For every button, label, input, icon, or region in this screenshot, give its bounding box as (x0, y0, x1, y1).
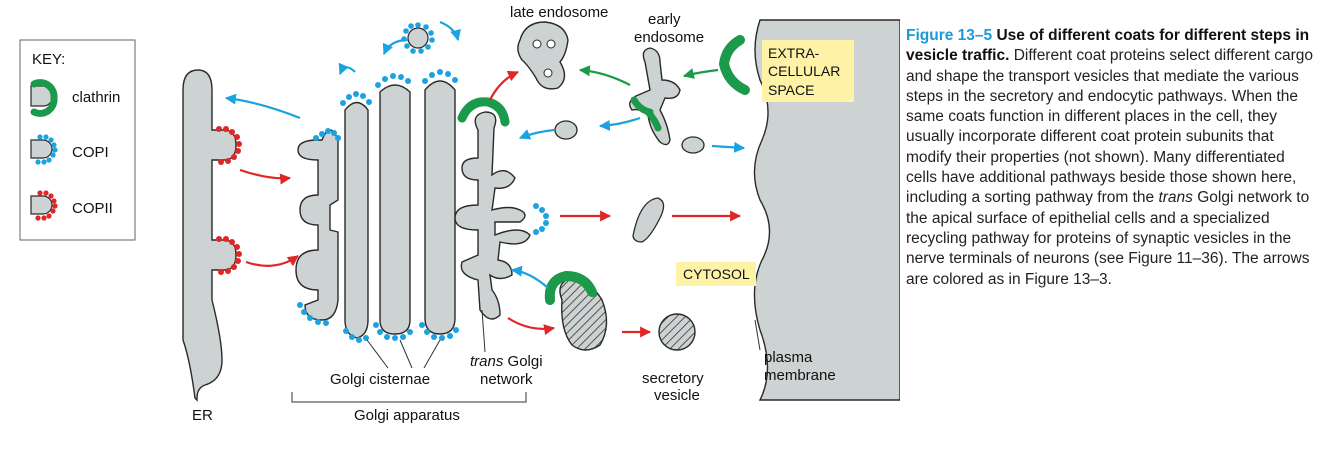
tgn-copi-coat (533, 203, 549, 235)
copii-key-icon (35, 190, 58, 221)
figure-title: Use of different coats for different ste… (906, 27, 1310, 65)
key-copi-label: COPI (72, 144, 109, 161)
extracellular-space-label: EXTRA- CELLULAR SPACE (762, 40, 854, 102)
copi-key-icon (35, 134, 58, 165)
er-label: ER (192, 407, 213, 424)
recycling-vesicle-2 (681, 136, 705, 154)
early-endosome-label-line1: early (648, 11, 681, 28)
svg-text:CELLULAR: CELLULAR (768, 63, 840, 79)
golgi-apparatus-bracket (291, 392, 527, 403)
golgi-cisternae-label: Golgi cisternae (330, 371, 430, 388)
key-legend: KEY: clathrin COPI COPII (19, 39, 136, 241)
tgn-clathrin-coat (457, 97, 510, 127)
early-endosome-label-line2: endosome (634, 29, 704, 46)
cytosol-label: CYTOSOL (676, 262, 756, 286)
er-copii-coat-upper (216, 126, 242, 165)
golgi-medial-cisterna-1 (344, 101, 369, 339)
endocytic-arrows (578, 65, 719, 86)
key-title: KEY: (32, 51, 65, 68)
plasma-membrane-label-line1: plasma (764, 349, 813, 366)
late-endosome-label: late endosome (510, 4, 608, 21)
secretory-arrows (239, 70, 742, 338)
figure-text-italic: trans (1158, 189, 1193, 207)
figure-text-1: Different coat proteins select different… (906, 47, 1313, 207)
key-clathrin-label: clathrin (72, 89, 120, 106)
secretory-vesicle-label-line2: vesicle (654, 387, 700, 404)
figure-text-2: Golgi network to the apical surface of e… (906, 189, 1310, 288)
pm-clathrin-coated-pit (718, 35, 750, 95)
trans-golgi-network-label-line1: trans Golgi (470, 353, 543, 370)
svg-text:EXTRA-: EXTRA- (768, 45, 820, 61)
late-endosome (517, 21, 569, 90)
immature-secretory-granule (559, 277, 608, 351)
key-copii-label: COPII (72, 200, 113, 217)
golgi-copi-coats (297, 69, 459, 343)
golgi-cis-cisterna (295, 129, 339, 321)
clathrin-key-icon (30, 79, 58, 117)
plasma-membrane-label-line2: membrane (764, 367, 836, 384)
copi-vesicle (407, 27, 429, 49)
golgi-trans-cisterna (424, 80, 456, 335)
constitutive-secretory-vesicle (632, 197, 665, 243)
er-copii-coat-lower (216, 236, 242, 275)
er-organelle (182, 69, 237, 402)
early-endosome (629, 47, 681, 146)
svg-text:SPACE: SPACE (768, 82, 814, 98)
trans-golgi-network-label-line2: network (480, 371, 533, 388)
trans-golgi-network (454, 111, 531, 320)
secretory-vesicle-label-line1: secretory (642, 370, 704, 387)
recycling-vesicle (554, 120, 578, 140)
golgi-apparatus-label: Golgi apparatus (354, 407, 460, 424)
golgi-medial-cisterna-2 (379, 84, 411, 335)
vesicle-traffic-diagram: KEY: clathrin COPI COPII (19, 4, 900, 424)
copi-arrows (224, 20, 746, 289)
plasma-membrane (753, 19, 900, 401)
figure-caption: Figure 13–5 Use of different coats for d… (906, 26, 1320, 290)
figure-number: Figure 13–5 (906, 27, 993, 44)
svg-text:CYTOSOL: CYTOSOL (683, 266, 750, 282)
